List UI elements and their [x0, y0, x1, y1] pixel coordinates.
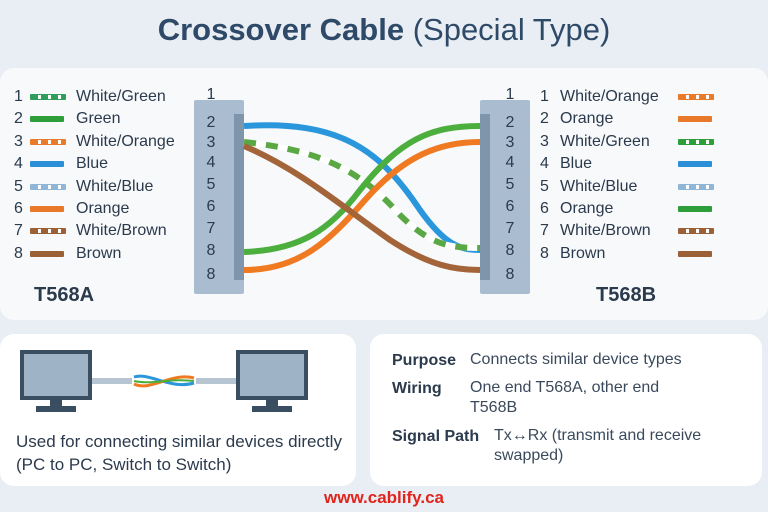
wire-orange — [243, 139, 481, 273]
title-sub: (Special Type) — [412, 12, 611, 47]
signal-path-key: Signal Path — [392, 428, 480, 445]
wiring-value: One end T568A, other end T568B — [470, 379, 660, 416]
wire-color-swatch — [30, 183, 66, 190]
wire-number: 2 — [540, 110, 549, 128]
title-main: Crossover Cable — [157, 12, 405, 47]
wire-number: 6 — [540, 200, 549, 217]
connector-pin-number: 2 — [505, 114, 515, 131]
wire-number: 6 — [14, 200, 23, 217]
wire-color-swatch — [678, 138, 714, 145]
wire-number: 7 — [540, 222, 549, 240]
connector-pin-number: 8 — [505, 266, 515, 283]
wire-label: Brown — [560, 244, 606, 262]
connector-pin-number: 5 — [206, 176, 216, 193]
connector-pin-number: 4 — [505, 154, 515, 171]
connector-pin-number: 1 — [206, 86, 216, 103]
wiring-key: Wiring — [392, 380, 442, 397]
wire-number: 2 — [14, 110, 23, 128]
right-connector-edge — [480, 114, 490, 280]
wire-label: White/Orange — [76, 132, 175, 150]
wire-color-swatch — [30, 94, 66, 100]
wire-color-swatch — [30, 250, 64, 257]
wire-label: White/Orange — [560, 88, 659, 105]
wire-number: 4 — [540, 155, 549, 173]
wire-number: 8 — [540, 244, 549, 262]
wire-color-swatch — [30, 206, 64, 212]
connector-pin-number: 6 — [505, 198, 515, 215]
wire-label: White/Blue — [76, 177, 154, 195]
wire-number: 8 — [14, 244, 23, 262]
left-connector — [194, 100, 244, 294]
connector-pin-number: 8 — [505, 242, 515, 259]
pc-left-icon — [20, 350, 92, 412]
connector-pin-number: 8 — [206, 266, 216, 283]
wire-color-swatch — [30, 161, 64, 168]
footer-url[interactable]: www.cablify.ca — [324, 488, 444, 507]
wire-brown — [242, 143, 481, 273]
t568a-label: T568A — [34, 284, 95, 306]
connector-pin-number: 2 — [206, 114, 216, 131]
page-title: Crossover Cable (Special Type) — [0, 12, 768, 48]
signal-path-value: Tx↔Rx (transmit and receive swapped) — [494, 427, 702, 464]
wire-label: White/Green — [560, 132, 650, 150]
connector-pin-number: 5 — [505, 176, 515, 193]
wire-color-swatch — [30, 228, 66, 235]
pc-right-icon — [236, 350, 308, 412]
wire-white-blue — [243, 139, 481, 251]
wire-color-swatch — [678, 116, 712, 123]
connector-pin-number: 4 — [206, 154, 216, 171]
purpose-key: Purpose — [392, 352, 457, 369]
wire-color-swatch — [678, 206, 712, 212]
connector-pin-number: 3 — [505, 134, 515, 151]
wire-label: Orange — [560, 200, 614, 217]
wire-color-swatch — [678, 228, 714, 235]
purpose-value: Connects similar device types — [470, 351, 682, 368]
wire-number: 5 — [14, 177, 23, 195]
wire-label: Brown — [76, 244, 122, 262]
connector-pin-number: 3 — [206, 134, 216, 151]
wire-color-swatch — [30, 116, 64, 123]
t568b-label: T568B — [596, 284, 657, 306]
wire-label: White/Brown — [76, 222, 167, 240]
wire-number: 1 — [540, 88, 549, 105]
info-panel — [370, 334, 762, 486]
wire-color-swatch — [30, 138, 66, 145]
connector-pin-number: 7 — [505, 220, 515, 237]
wiring-diagram-panel — [0, 68, 768, 320]
wire-color-swatch — [678, 94, 714, 100]
wire-color-swatch — [678, 183, 714, 190]
wire-white-green-stripe — [243, 139, 481, 251]
wire-label: Blue — [76, 155, 109, 173]
wire-label: White/Brown — [560, 222, 651, 240]
wire-number: 4 — [14, 155, 23, 173]
connector-pin-number: 6 — [206, 198, 216, 215]
wire-number: 3 — [14, 132, 23, 150]
mini-cable-icon — [92, 374, 236, 388]
wire-green — [243, 123, 481, 255]
wire-label: Orange — [76, 200, 130, 217]
wire-label: Orange — [560, 110, 614, 128]
wire-label: White/Blue — [560, 177, 638, 195]
wire-color-swatch — [678, 161, 712, 168]
wire-label: Blue — [560, 155, 593, 173]
wire-number: 5 — [540, 177, 549, 195]
wire-color-swatch — [678, 250, 712, 257]
connector-pin-number: 8 — [206, 242, 216, 259]
right-connector — [480, 100, 530, 294]
wire-label: White/Green — [76, 88, 166, 105]
devices-caption: Used for connecting similar devices dire… — [16, 432, 342, 474]
wire-number: 1 — [14, 88, 23, 105]
wire-label: Green — [76, 110, 121, 128]
wire-number: 7 — [14, 222, 23, 240]
wire-number: 3 — [540, 132, 549, 150]
left-connector-edge — [234, 114, 244, 280]
connector-pin-number: 1 — [505, 86, 515, 103]
connector-pin-number: 7 — [206, 220, 216, 237]
